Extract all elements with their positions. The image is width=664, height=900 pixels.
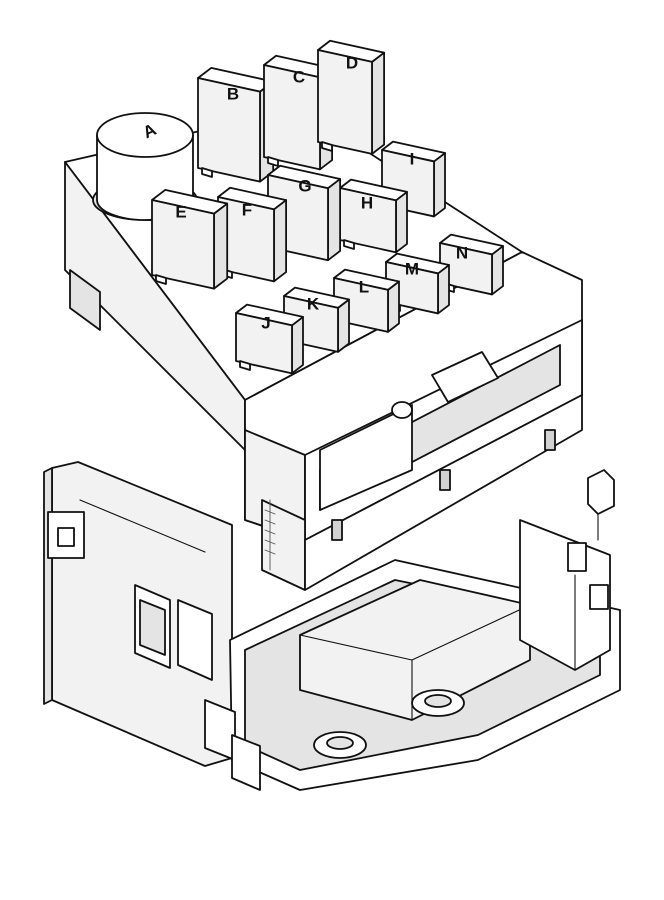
relay-label-M: M [405, 259, 419, 278]
relay-side-face [371, 51, 386, 155]
relay-side-face [395, 191, 408, 254]
mounting-base [43, 461, 621, 791]
relay-front-face [235, 312, 293, 375]
relay-labels: A B C D E F G H I J K L M N [140, 53, 468, 332]
relay-side-face [213, 202, 229, 290]
relay-side-face [273, 199, 288, 283]
relay-side-face [327, 178, 342, 262]
relay-terminal-tab [321, 141, 333, 152]
relay-E [151, 189, 229, 290]
relay-front-face [197, 77, 261, 183]
relay-J [235, 303, 304, 375]
blade-fuse [587, 469, 615, 541]
relay-label-I: I [410, 149, 415, 168]
relay-label-D: D [346, 53, 358, 72]
relay-label-B: B [227, 84, 239, 103]
relay-terminal-tab [343, 239, 355, 250]
relay-label-J: J [261, 313, 270, 332]
relay-terminal-tab [201, 167, 213, 178]
relay-label-K: K [307, 294, 320, 313]
relay-terminal-tab [239, 360, 251, 371]
relay-label-F: F [242, 200, 252, 219]
relay-D [317, 39, 386, 155]
relay-front-face [151, 199, 215, 290]
relay-side-face [433, 152, 446, 218]
relay-label-N: N [456, 243, 468, 262]
relay-label-C: C [293, 67, 305, 86]
relay-terminal-tab [267, 156, 279, 167]
relay-front-face [263, 64, 321, 171]
relay-terminal-tab [155, 274, 167, 285]
relay-H [339, 178, 408, 254]
box-relays [151, 39, 504, 375]
relay-label-H: H [361, 193, 373, 212]
relay-label-G: G [298, 176, 311, 195]
relay-side-face [291, 316, 304, 375]
relay-front-face [317, 49, 373, 155]
relay-label-L: L [359, 277, 369, 296]
relay-label-E: E [175, 202, 186, 221]
